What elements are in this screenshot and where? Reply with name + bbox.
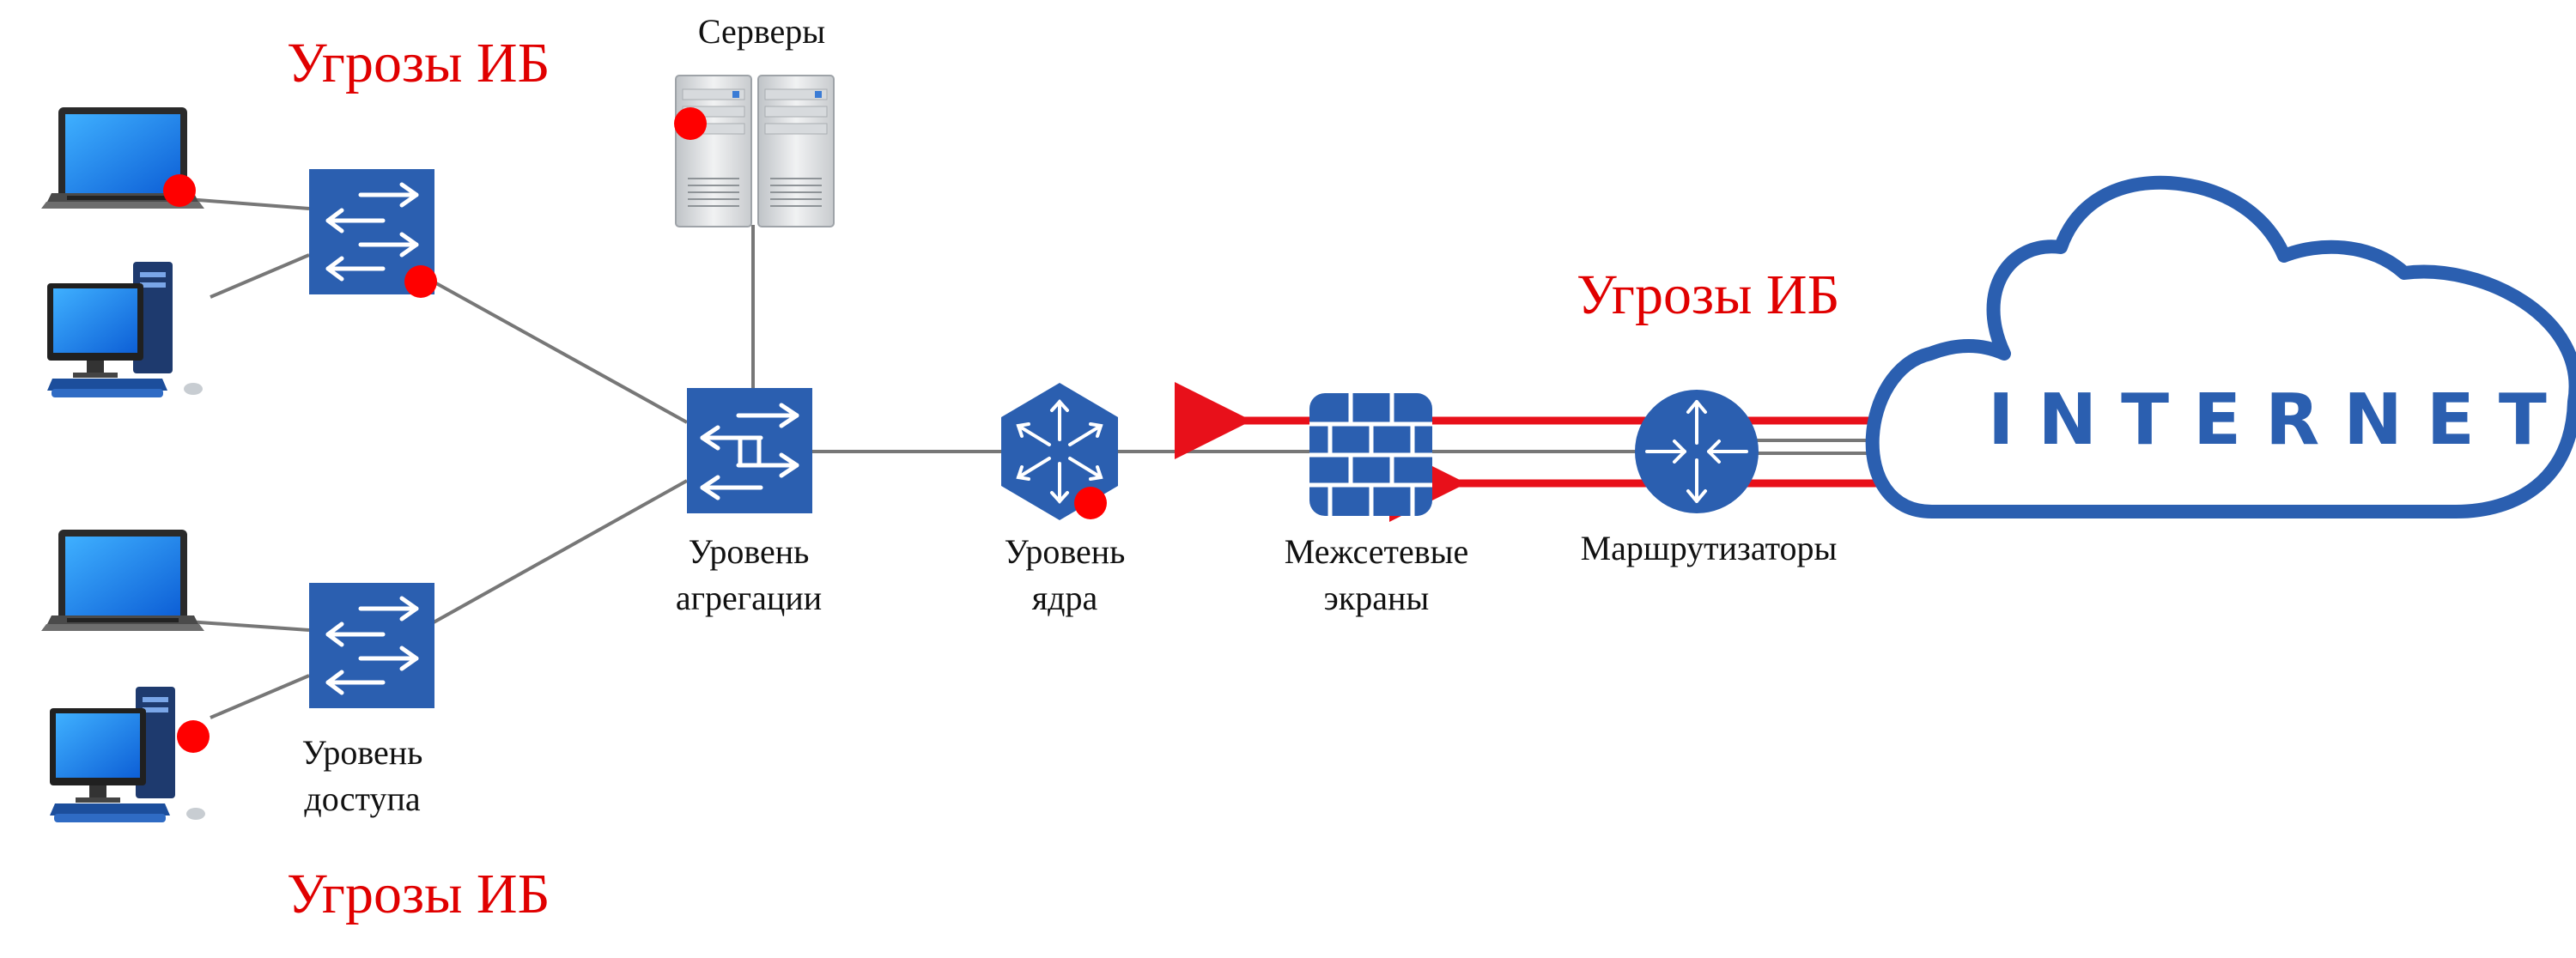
switch-icon (309, 583, 434, 708)
aggregation-level-label: Уровень агрегации (611, 529, 886, 621)
aggregation-switch-icon (687, 388, 812, 513)
laptop-icon (41, 107, 204, 209)
core-switch-icon (1001, 383, 1118, 520)
aggregation-level-label-line1: Уровень (688, 532, 810, 571)
desktop-pc-icon (50, 687, 205, 822)
threat-label-bottom-left: Угрозы ИБ (287, 863, 550, 925)
firewall-icon (1309, 393, 1432, 516)
core-level-label-line1: Уровень (1004, 532, 1126, 571)
internet-label: INTERNET (1988, 379, 2571, 461)
core-level-label-line2: ядра (1031, 579, 1098, 617)
threat-dot-core (1074, 487, 1107, 519)
access-level-label-line1: Уровень (301, 733, 423, 772)
laptop-icon (41, 530, 204, 631)
link-laptop2-switch2 (186, 620, 310, 632)
server-icon (675, 75, 835, 227)
cloud-icon (1865, 175, 2576, 518)
threat-dot-laptop1 (163, 174, 196, 207)
threat-dot-servers (674, 107, 707, 140)
threat-label-top-left: Угрозы ИБ (287, 32, 550, 94)
link-laptop1-switch1 (186, 197, 310, 210)
firewalls-label: Межсетевые экраны (1239, 529, 1514, 621)
access-level-label-line2: доступа (304, 779, 421, 818)
router-icon (1635, 390, 1759, 513)
link-pc1-switch1 (210, 253, 310, 299)
link-switch2-aggregation (433, 479, 688, 624)
firewalls-label-line2: экраны (1323, 579, 1430, 617)
firewalls-label-line1: Межсетевые (1284, 532, 1469, 571)
core-level-label: Уровень ядра (927, 529, 1202, 621)
link-switch1-aggregation (420, 273, 688, 424)
threat-dot-pc2 (177, 720, 210, 753)
servers-label: Серверы (697, 12, 826, 51)
access-level-label: Уровень доступа (225, 730, 500, 822)
threat-dot-switch1 (404, 265, 437, 298)
routers-label: Маршрутизаторы (1580, 529, 1838, 567)
threat-markers (163, 107, 1107, 753)
aggregation-level-label-line2: агрегации (675, 579, 823, 617)
switch-icon (309, 169, 434, 294)
desktop-pc-icon (47, 262, 203, 397)
threat-label-right: Угрозы ИБ (1577, 264, 1840, 326)
link-pc2-switch2 (210, 674, 310, 719)
